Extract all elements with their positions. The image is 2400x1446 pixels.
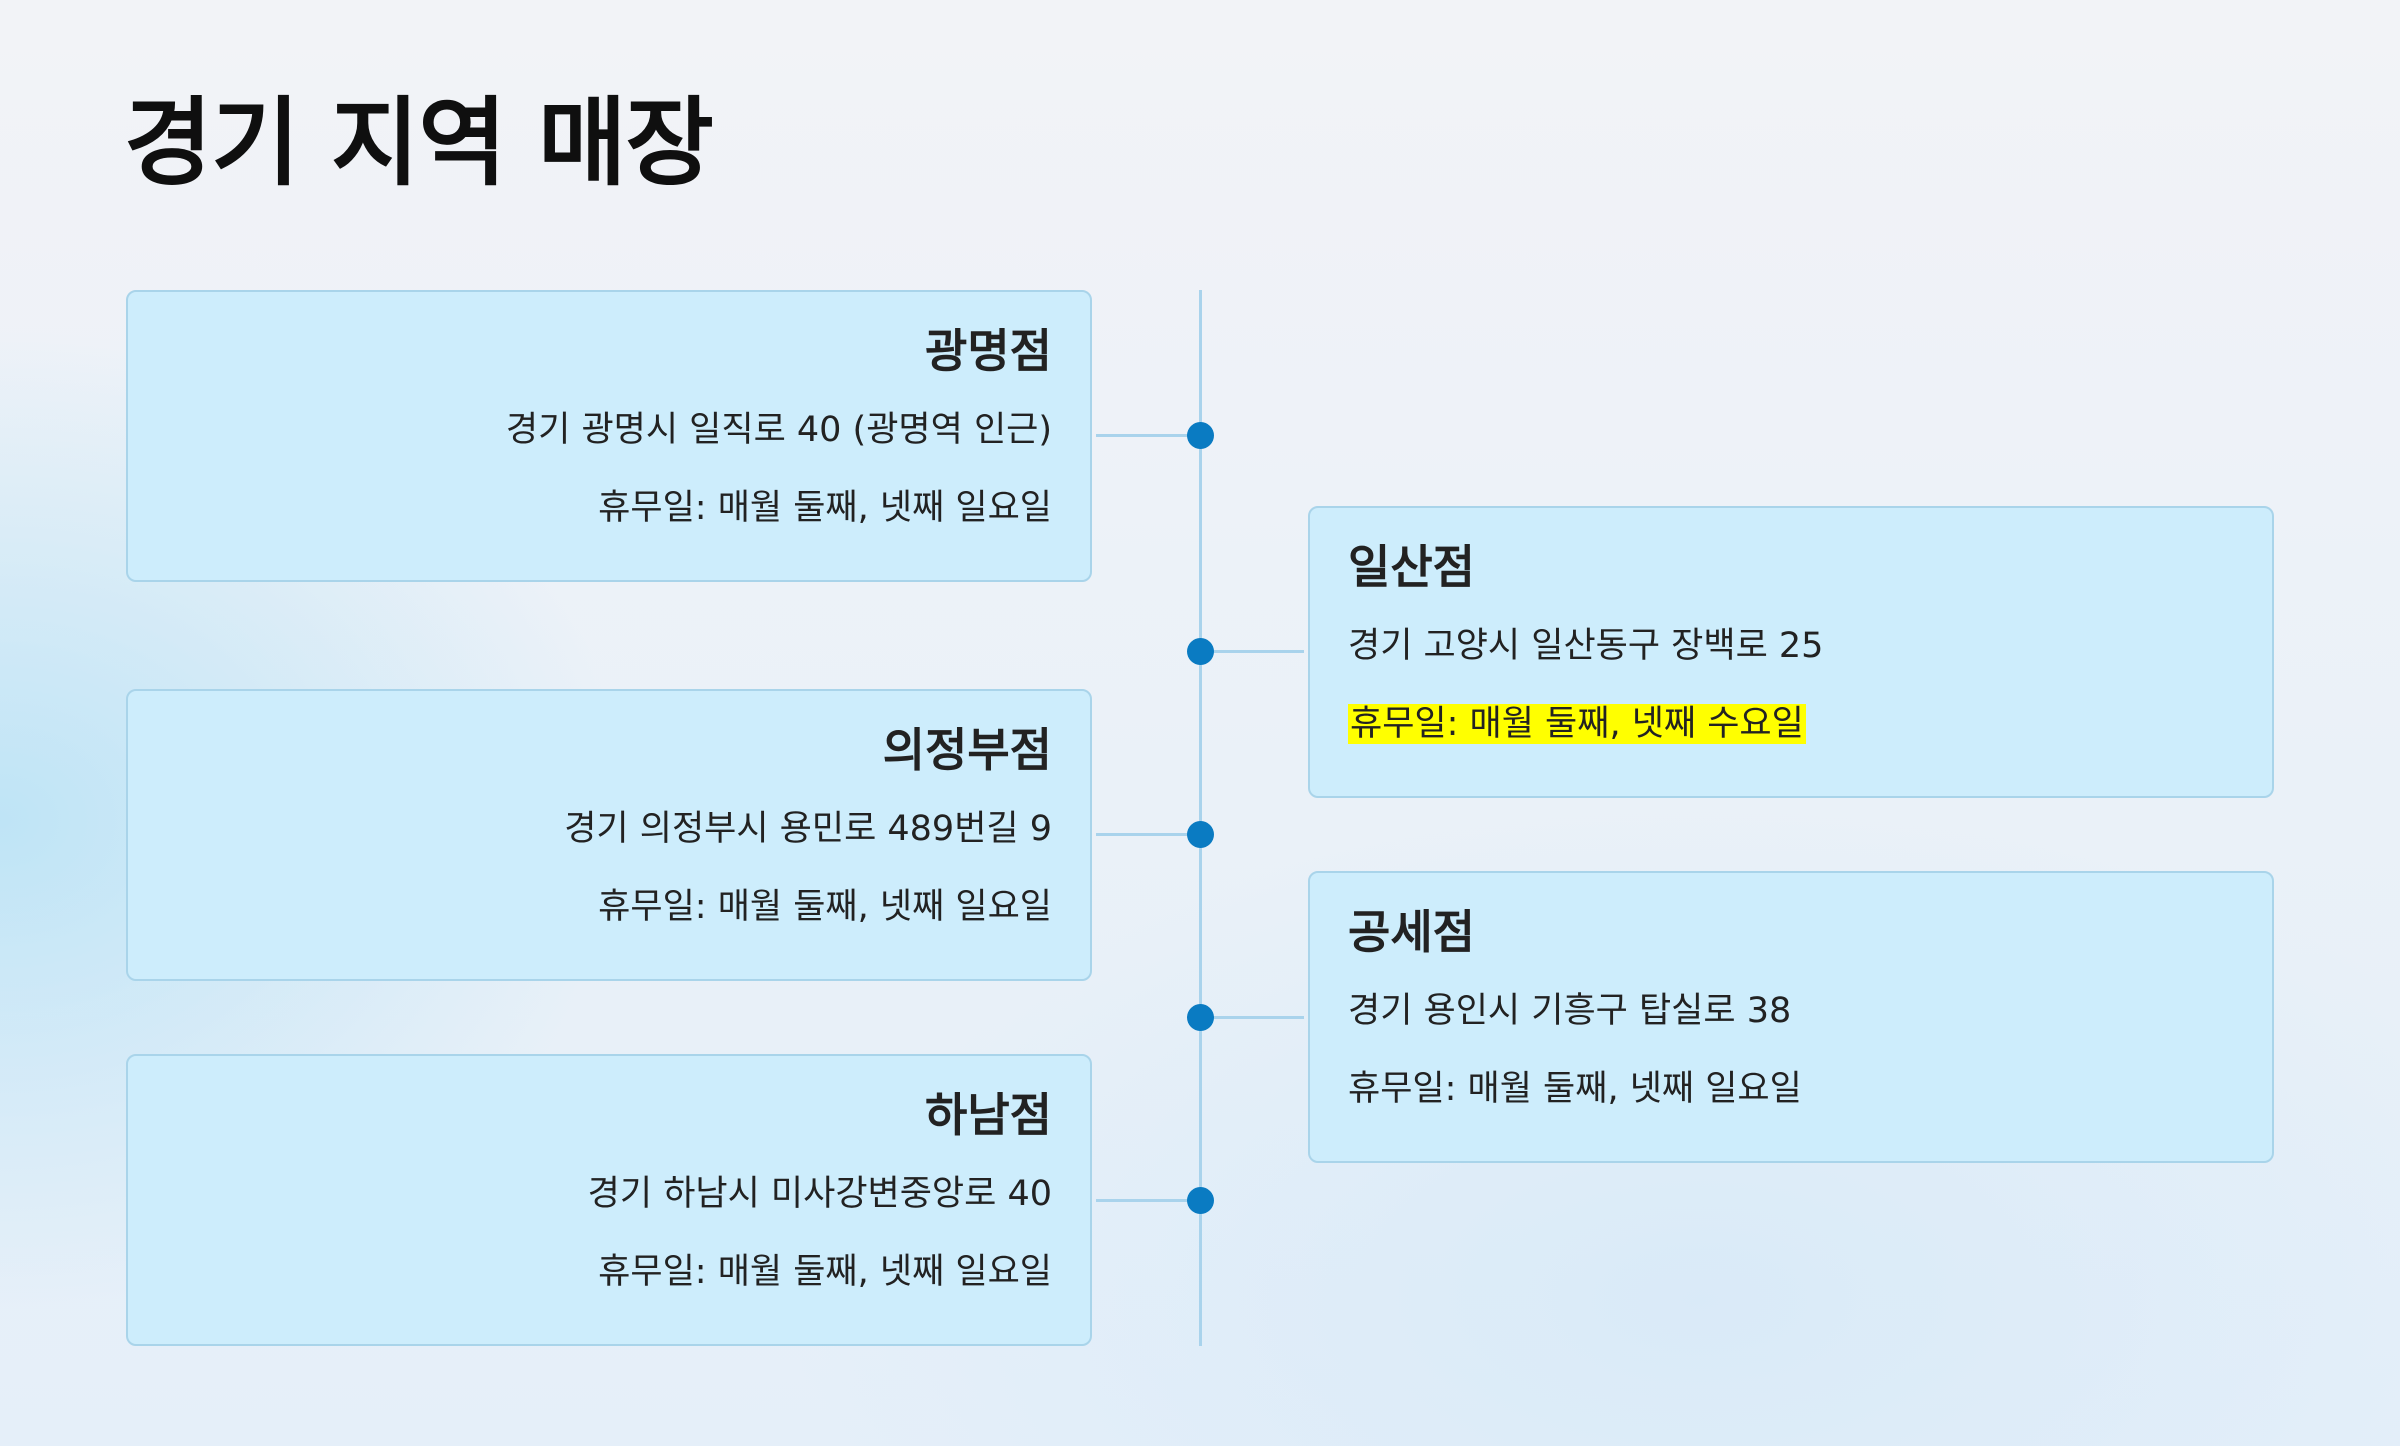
timeline-connector [1096, 833, 1200, 836]
timeline-connector [1096, 1199, 1200, 1202]
store-card-gongse: 공세점 경기 용인시 기흥구 탑실로 38 휴무일: 매월 둘째, 넷째 일요일 [1308, 871, 2274, 1163]
store-name: 하남점 [925, 1088, 1052, 1142]
store-name: 공세점 [1348, 905, 1475, 959]
timeline-dot [1187, 1004, 1214, 1031]
store-card-gwangmyeong: 광명점 경기 광명시 일직로 40 (광명역 인근) 휴무일: 매월 둘째, 넷… [126, 290, 1092, 582]
store-card-ilsan: 일산점 경기 고양시 일산동구 장백로 25 휴무일: 매월 둘째, 넷째 수요… [1308, 506, 2274, 798]
timeline-axis [1199, 290, 1202, 1346]
store-address: 경기 하남시 미사강변중앙로 40 [587, 1174, 1052, 1214]
highlighted-closed-days: 휴무일: 매월 둘째, 넷째 수요일 [1348, 704, 1806, 744]
store-card-hanam: 하남점 경기 하남시 미사강변중앙로 40 휴무일: 매월 둘째, 넷째 일요일 [126, 1054, 1092, 1346]
store-name: 광명점 [925, 324, 1052, 378]
store-closed-days: 휴무일: 매월 둘째, 넷째 일요일 [598, 1252, 1052, 1292]
store-closed-days: 휴무일: 매월 둘째, 넷째 일요일 [598, 887, 1052, 927]
timeline-dot [1187, 1187, 1214, 1214]
store-name: 일산점 [1348, 540, 1475, 594]
store-address: 경기 고양시 일산동구 장백로 25 [1348, 626, 1824, 666]
store-name: 의정부점 [882, 723, 1052, 777]
timeline-dot [1187, 638, 1214, 665]
timeline-connector [1096, 434, 1200, 437]
store-address: 경기 의정부시 용민로 489번길 9 [564, 809, 1052, 849]
store-closed-days: 휴무일: 매월 둘째, 넷째 일요일 [1348, 1069, 1802, 1109]
store-address: 경기 광명시 일직로 40 (광명역 인근) [505, 410, 1052, 450]
store-closed-days: 휴무일: 매월 둘째, 넷째 일요일 [598, 488, 1052, 528]
store-address: 경기 용인시 기흥구 탑실로 38 [1348, 991, 1792, 1031]
timeline-dot [1187, 422, 1214, 449]
timeline-dot [1187, 821, 1214, 848]
store-closed-days: 휴무일: 매월 둘째, 넷째 수요일 [1348, 702, 2234, 748]
timeline-connector [1200, 1016, 1304, 1019]
store-card-uijeongbu: 의정부점 경기 의정부시 용민로 489번길 9 휴무일: 매월 둘째, 넷째 … [126, 689, 1092, 981]
page-title: 경기 지역 매장 [124, 87, 714, 199]
timeline-connector [1200, 650, 1304, 653]
